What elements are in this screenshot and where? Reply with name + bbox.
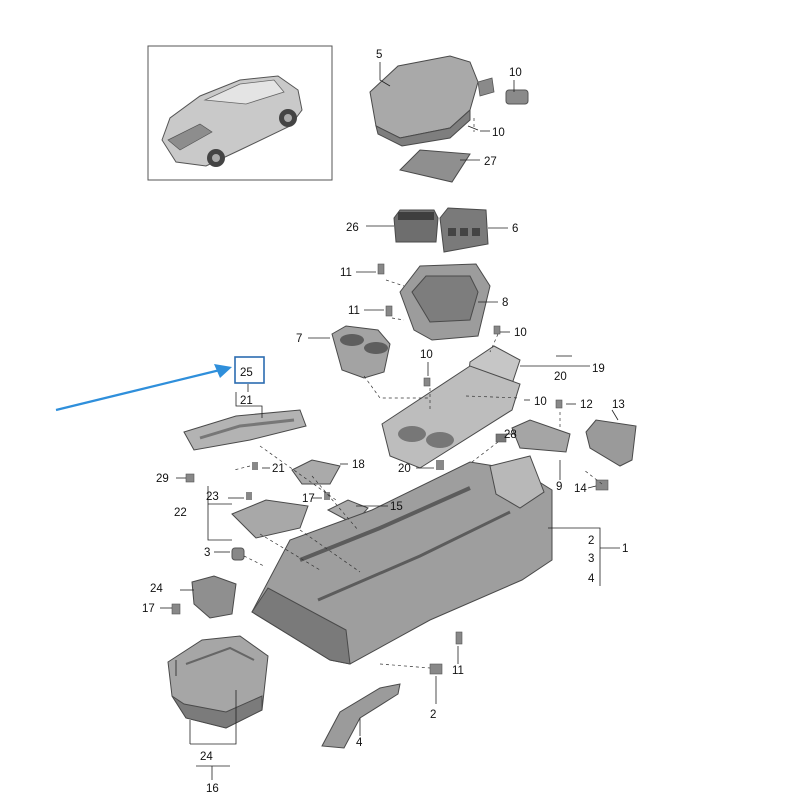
label-10: 10 [534,396,547,408]
label-1: 1 [622,543,628,555]
trim-strip-part [321,683,401,749]
label-11: 11 [340,267,352,279]
label-10: 10 [509,67,522,79]
label-7: 7 [296,333,302,345]
storage-bin-part [399,263,491,341]
label-3: 3 [588,553,594,565]
label-2: 2 [588,535,594,547]
label-2: 2 [430,709,436,721]
switch-module-26 [393,209,439,243]
label-11: 11 [452,665,464,677]
vehicle-thumbnail [147,45,333,181]
top-trim-frame-part [183,409,307,451]
label-24: 24 [150,583,163,595]
assembly-dashed-lines [233,118,603,669]
label-8: 8 [502,297,508,309]
cup-holder-part [331,325,391,379]
center-trim-frame [381,365,521,470]
switch-module-6 [439,207,489,253]
label-6: 6 [512,223,518,235]
label-25: 25 [240,367,253,379]
label-29: 29 [156,473,169,485]
label-3: 3 [204,547,210,559]
label-20: 20 [398,463,411,475]
leader-lines [160,62,620,780]
label-20: 20 [554,371,567,383]
label-19: 19 [592,363,605,375]
switch-panel-part [495,419,571,453]
mounting-bracket-22 [231,499,309,539]
label-10: 10 [514,327,527,339]
label-21: 21 [240,395,253,407]
bin-bracket-24 [191,575,237,619]
armrest-lid-part [369,55,495,147]
label-11: 11 [348,305,360,317]
label-10: 10 [420,349,433,361]
label-21: 21 [272,463,285,475]
car-icon [161,75,303,167]
label-10: 10 [492,127,505,139]
label-9: 9 [556,481,562,493]
label-22: 22 [174,507,187,519]
label-15: 15 [390,501,403,513]
label-26: 26 [346,222,359,234]
label-28: 28 [504,429,517,441]
hinge-part [505,89,529,105]
label-18: 18 [352,459,365,471]
highlight-box [234,356,265,384]
label-12: 12 [580,399,593,411]
label-5: 5 [376,49,382,61]
small-cover-18 [291,459,341,485]
label-27: 27 [484,156,497,168]
label-24: 24 [200,751,213,763]
screw-icon [377,263,501,387]
label-13: 13 [612,399,625,411]
pointer-arrow-icon [55,364,232,412]
label-17: 17 [142,603,155,615]
label-17: 17 [302,493,315,505]
label-4: 4 [588,573,595,585]
label-16: 16 [206,783,219,795]
bracket-part [585,419,637,467]
center-console-body [251,455,553,665]
label-23: 23 [206,491,219,503]
label-4: 4 [356,737,363,749]
label-14: 14 [574,483,587,495]
mat-part [399,149,471,183]
lower-compartment-part [167,635,269,729]
part-labels: 5 10 10 27 26 6 11 11 8 7 10 10 19 20 10… [142,49,628,795]
